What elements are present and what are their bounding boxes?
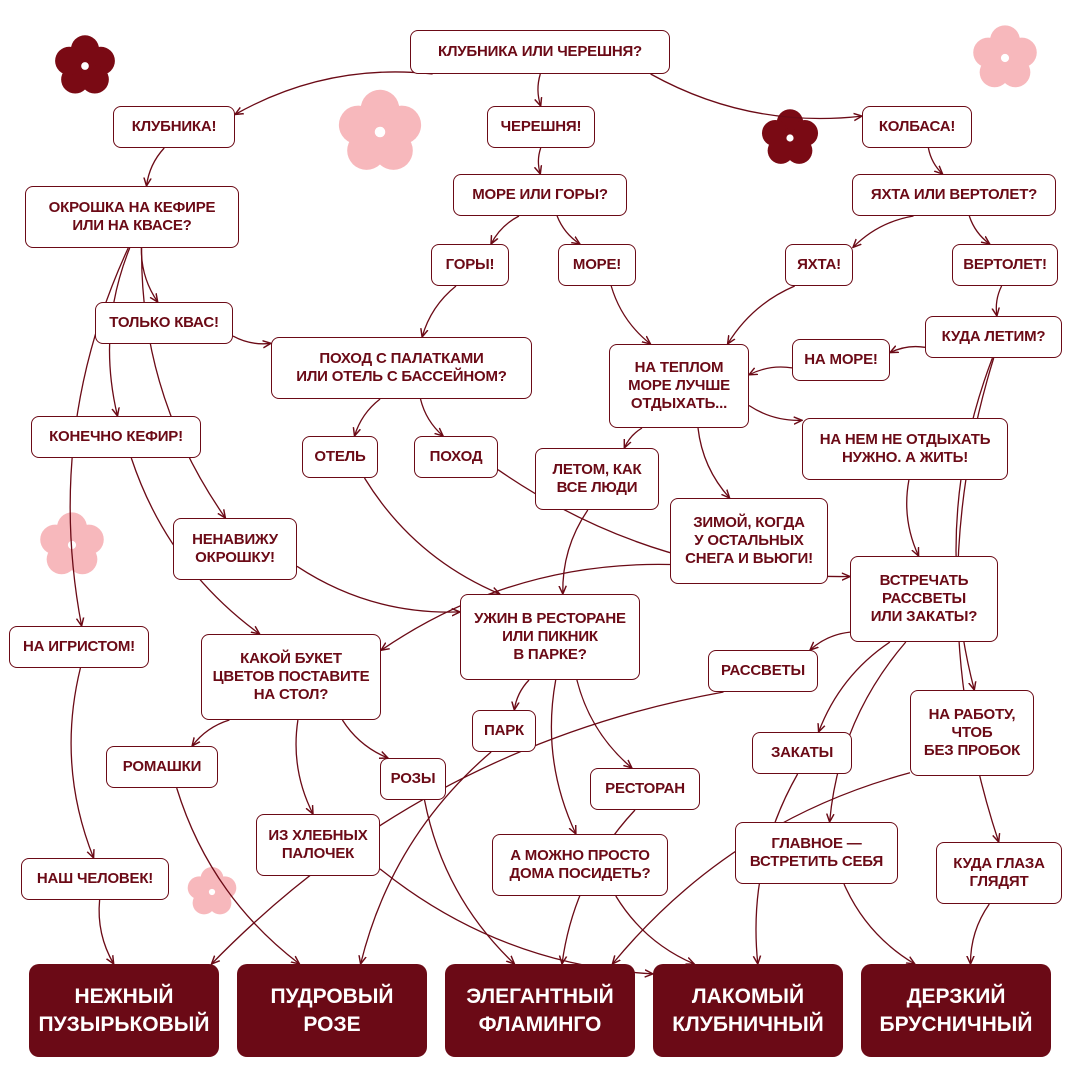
answer-kuda-glaza-glyadyat: КУДА ГЛАЗА ГЛЯДЯТ <box>936 842 1062 904</box>
answer-more: МОРЕ! <box>558 244 636 286</box>
flower-icon <box>761 109 819 164</box>
arrow-okroshka-to-nenavizhu <box>140 247 226 518</box>
answer-nash-chelovek: НАШ ЧЕЛОВЕК! <box>21 858 169 900</box>
arrow-buket-to-romashki <box>192 719 230 746</box>
answer-restoran: РЕСТОРАН <box>590 768 700 810</box>
answer-pohod: ПОХОД <box>414 436 498 478</box>
answer-glavnoe-vstretit-sebya: ГЛАВНОЕ — ВСТРЕТИТЬ СЕБЯ <box>735 822 898 884</box>
arrow-glavnoe-to-derzky <box>843 883 915 964</box>
arrow-doma-to-lakomy <box>615 895 695 964</box>
result-derzky-brusnichny: ДЕРЗКИЙ БРУСНИЧНЫЙ <box>861 964 1051 1057</box>
answer-gory: ГОРЫ! <box>431 244 509 286</box>
answer-park: ПАРК <box>472 710 536 752</box>
question-vstrechat-rassvety-ili-zakaty: ВСТРЕЧАТЬ РАССВЕТЫ ИЛИ ЗАКАТЫ? <box>850 556 998 642</box>
arrow-nenavizhu-to-uzhin <box>296 565 460 612</box>
result-elegantny-flamingo: ЭЛЕГАНТНЫЙ ФЛАМИНГО <box>445 964 635 1057</box>
arrow-na_igristom-to-nash_chelovek <box>70 667 94 858</box>
arrow-more-to-na_teplom <box>610 285 650 344</box>
arrow-more_gory-to-gory <box>491 215 520 244</box>
arrow-kolbasa-to-yahta_vertolet <box>927 147 942 174</box>
arrow-more_gory-to-more <box>556 215 580 244</box>
answer-romashki: РОМАШКИ <box>106 746 218 788</box>
question-kakoy-buket: КАКОЙ БУКЕТ ЦВЕТОВ ПОСТАВИТЕ НА СТОЛ? <box>201 634 381 720</box>
arrow-buket-to-rozy <box>341 719 388 758</box>
answer-zakaty: ЗАКАТЫ <box>752 732 852 774</box>
arrow-vertolet-to-kuda_letim <box>996 285 1003 316</box>
result-lakomy-klubnichny: ЛАКОМЫЙ КЛУБНИЧНЫЙ <box>653 964 843 1057</box>
answer-na-more: НА МОРЕ! <box>792 339 890 381</box>
answer-tolko-kvas: ТОЛЬКО КВАС! <box>95 302 233 344</box>
flower-icon <box>338 89 422 170</box>
arrow-yahta_vertolet-to-yahta <box>853 215 914 247</box>
arrow-root-to-klubnika <box>235 71 433 115</box>
arrow-na_more-to-na_teplom <box>749 366 793 375</box>
flower-icon <box>40 512 104 575</box>
question-okroshka: ОКРОШКА НА КЕФИРЕ ИЛИ НА КВАСЕ? <box>25 186 239 248</box>
arrow-na_nem-to-vstrechat <box>906 479 919 556</box>
arrow-kuda_letim-to-na_more <box>890 347 926 353</box>
arrow-yahta-to-na_teplom <box>728 285 795 344</box>
arrow-root-to-chereshnya <box>538 73 541 106</box>
answer-otel: ОТЕЛЬ <box>302 436 378 478</box>
arrow-chereshnya-to-more_gory <box>538 147 540 174</box>
arrow-na_teplom-to-zimoy <box>697 427 730 498</box>
answer-rassvety: РАССВЕТЫ <box>708 650 818 692</box>
question-pohod-ili-otel: ПОХОД С ПАЛАТКАМИ ИЛИ ОТЕЛЬ С БАССЕЙНОМ? <box>271 337 532 399</box>
arrow-nash_chelovek-to-nezhny <box>98 899 114 964</box>
arrow-pohod_otel-to-pohod <box>419 398 444 436</box>
arrow-buket-to-iz_hlebnyh <box>295 719 313 814</box>
arrow-tolko_kvas-to-pohod_otel <box>232 335 271 344</box>
question-uzhin-ili-piknik: УЖИН В РЕСТОРАНЕ ИЛИ ПИКНИК В ПАРКЕ? <box>460 594 640 680</box>
answer-kolbasa: КОЛБАСА! <box>862 106 972 148</box>
answer-na-rabotu: НА РАБОТУ, ЧТОБ БЕЗ ПРОБОК <box>910 690 1034 776</box>
flower-icon <box>973 25 1037 88</box>
arrow-na_teplom-to-na_nem <box>748 404 802 421</box>
arrow-letom-to-uzhin <box>563 509 589 594</box>
arrow-yahta_vertolet-to-vertolet <box>968 215 989 244</box>
answer-zimoy: ЗИМОЙ, КОГДА У ОСТАЛЬНЫХ СНЕГА И ВЬЮГИ! <box>670 498 828 584</box>
answer-letom: ЛЕТОМ, КАК ВСЕ ЛЮДИ <box>535 448 659 510</box>
arrow-gory-to-pohod_otel <box>422 285 457 337</box>
arrow-uzhin-to-park <box>514 679 530 710</box>
arrow-kuda_glaza-to-derzky <box>970 903 990 964</box>
arrow-klubnika-to-okroshka <box>147 147 165 186</box>
arrow-vstrechat-to-zakaty <box>819 641 891 732</box>
answer-rozy: РОЗЫ <box>380 758 446 800</box>
question-klubnika-ili-chereshnya: КЛУБНИКА ИЛИ ЧЕРЕШНЯ? <box>410 30 670 74</box>
flower-icon <box>187 867 237 915</box>
arrow-na_teplom-to-letom <box>624 427 643 448</box>
answer-vertolet: ВЕРТОЛЕТ! <box>952 244 1058 286</box>
arrow-uzhin-to-restoran <box>576 679 632 768</box>
flower-icon <box>55 35 115 94</box>
answer-doma-posidet: А МОЖНО ПРОСТО ДОМА ПОСИДЕТЬ? <box>492 834 668 896</box>
answer-na-teplom-more: НА ТЕПЛОМ МОРЕ ЛУЧШЕ ОТДЫХАТЬ... <box>609 344 749 428</box>
answer-nenavizhu-okroshku: НЕНАВИЖУ ОКРОШКУ! <box>173 518 297 580</box>
answer-klubnika: КЛУБНИКА! <box>113 106 235 148</box>
arrow-okroshka-to-tolko_kvas <box>140 247 157 302</box>
result-nezhny-puzyrkovy: НЕЖНЫЙ ПУЗЫРЬКОВЫЙ <box>29 964 219 1057</box>
answer-yahta: ЯХТА! <box>785 244 853 286</box>
arrow-root-to-kolbasa <box>650 73 862 119</box>
arrow-vstrechat-to-rassvety <box>810 631 851 650</box>
answer-iz-hlebnyh-palochek: ИЗ ХЛЕБНЫХ ПАЛОЧЕК <box>256 814 380 876</box>
arrow-uzhin-to-doma <box>550 679 576 834</box>
question-more-ili-gory: МОРЕ ИЛИ ГОРЫ? <box>453 174 627 216</box>
answer-konechno-kefir: КОНЕЧНО КЕФИР! <box>31 416 201 458</box>
answer-chereshnya: ЧЕРЕШНЯ! <box>487 106 595 148</box>
arrow-pohod_otel-to-otel <box>355 398 381 436</box>
result-pudrovy-roze: ПУДРОВЫЙ РОЗЕ <box>237 964 427 1057</box>
arrow-otel-to-uzhin <box>363 477 500 594</box>
question-kuda-letim: КУДА ЛЕТИМ? <box>925 316 1062 358</box>
answer-na-igristom: НА ИГРИСТОМ! <box>9 626 149 668</box>
question-yahta-ili-vertolet: ЯХТА ИЛИ ВЕРТОЛЕТ? <box>852 174 1056 216</box>
answer-na-nem-ne-otdyhat: НА НЕМ НЕ ОТДЫХАТЬ НУЖНО. А ЖИТЬ! <box>802 418 1008 480</box>
